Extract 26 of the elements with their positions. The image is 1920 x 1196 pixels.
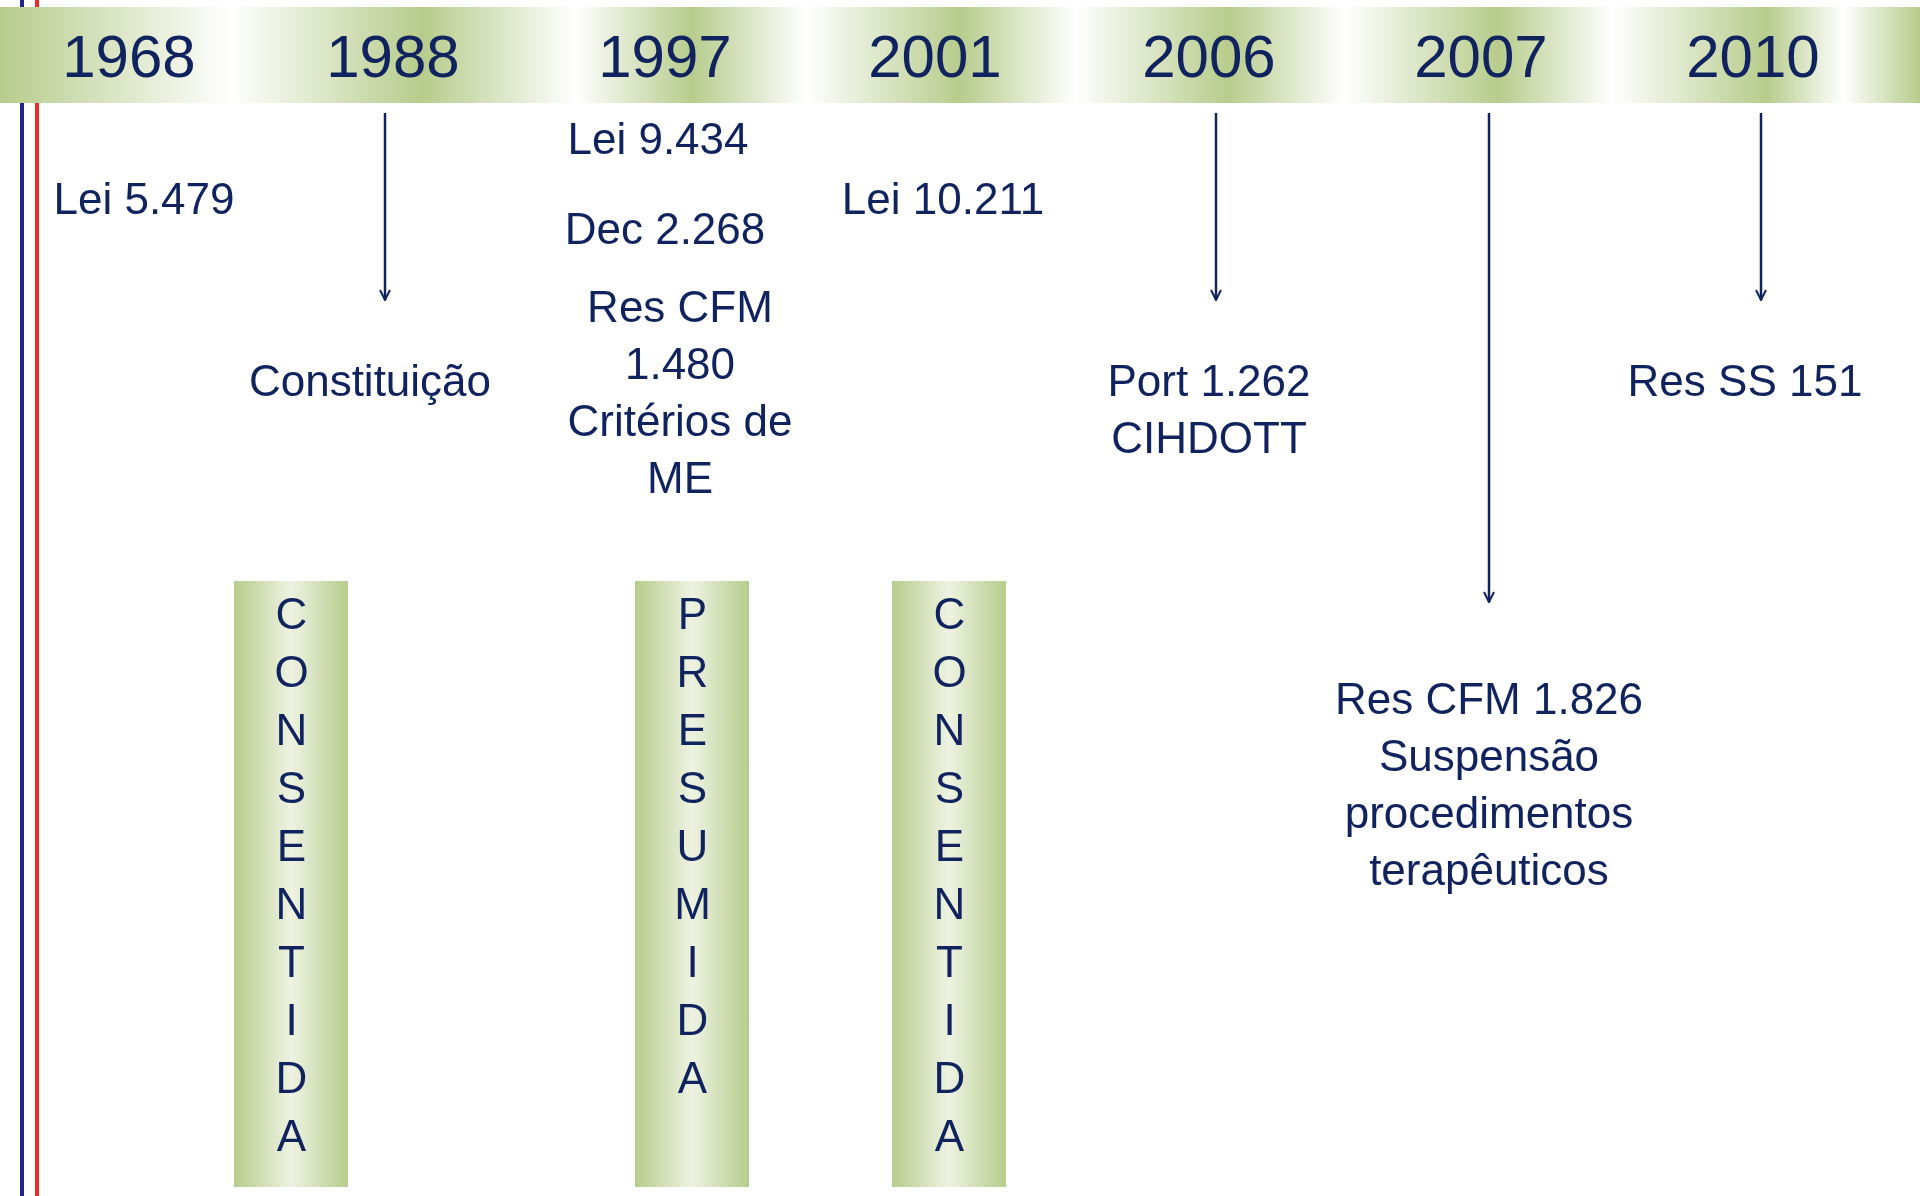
period-bar [635,581,749,1187]
year-label: 2001 [835,22,1035,92]
arrow [1210,113,1222,301]
event-text: Port 1.262 CIHDOTT [1059,352,1359,466]
law-label: Res CFM 1.480 Critérios de ME [566,281,794,504]
vertical-label: CONSENTIDA [269,588,313,1169]
event-text: Res SS 151 [1595,352,1895,409]
year-label: 1968 [29,22,229,92]
event-text: Constituição [210,352,530,409]
vertical-label: PRESUMIDA [670,588,714,1111]
year-label: 2010 [1653,22,1853,92]
law-label: Lei 10.211 [840,173,1046,225]
event-text: Res CFM 1.826 Suspensão procedimentos terapêuticos [1289,670,1689,898]
arrow [1483,113,1495,603]
period-bar [234,581,348,1187]
arrow [1755,113,1767,301]
vertical-label: CONSENTIDA [927,588,971,1169]
year-label: 1988 [293,22,493,92]
period-bar [892,581,1006,1187]
year-label: 2007 [1381,22,1581,92]
arrow [379,113,391,301]
year-label: 1997 [565,22,765,92]
law-label: Lei 5.479 [52,173,236,225]
law-label: Lei 9.434 [566,113,750,165]
law-label: Dec 2.268 [563,203,767,255]
year-label: 2006 [1109,22,1309,92]
